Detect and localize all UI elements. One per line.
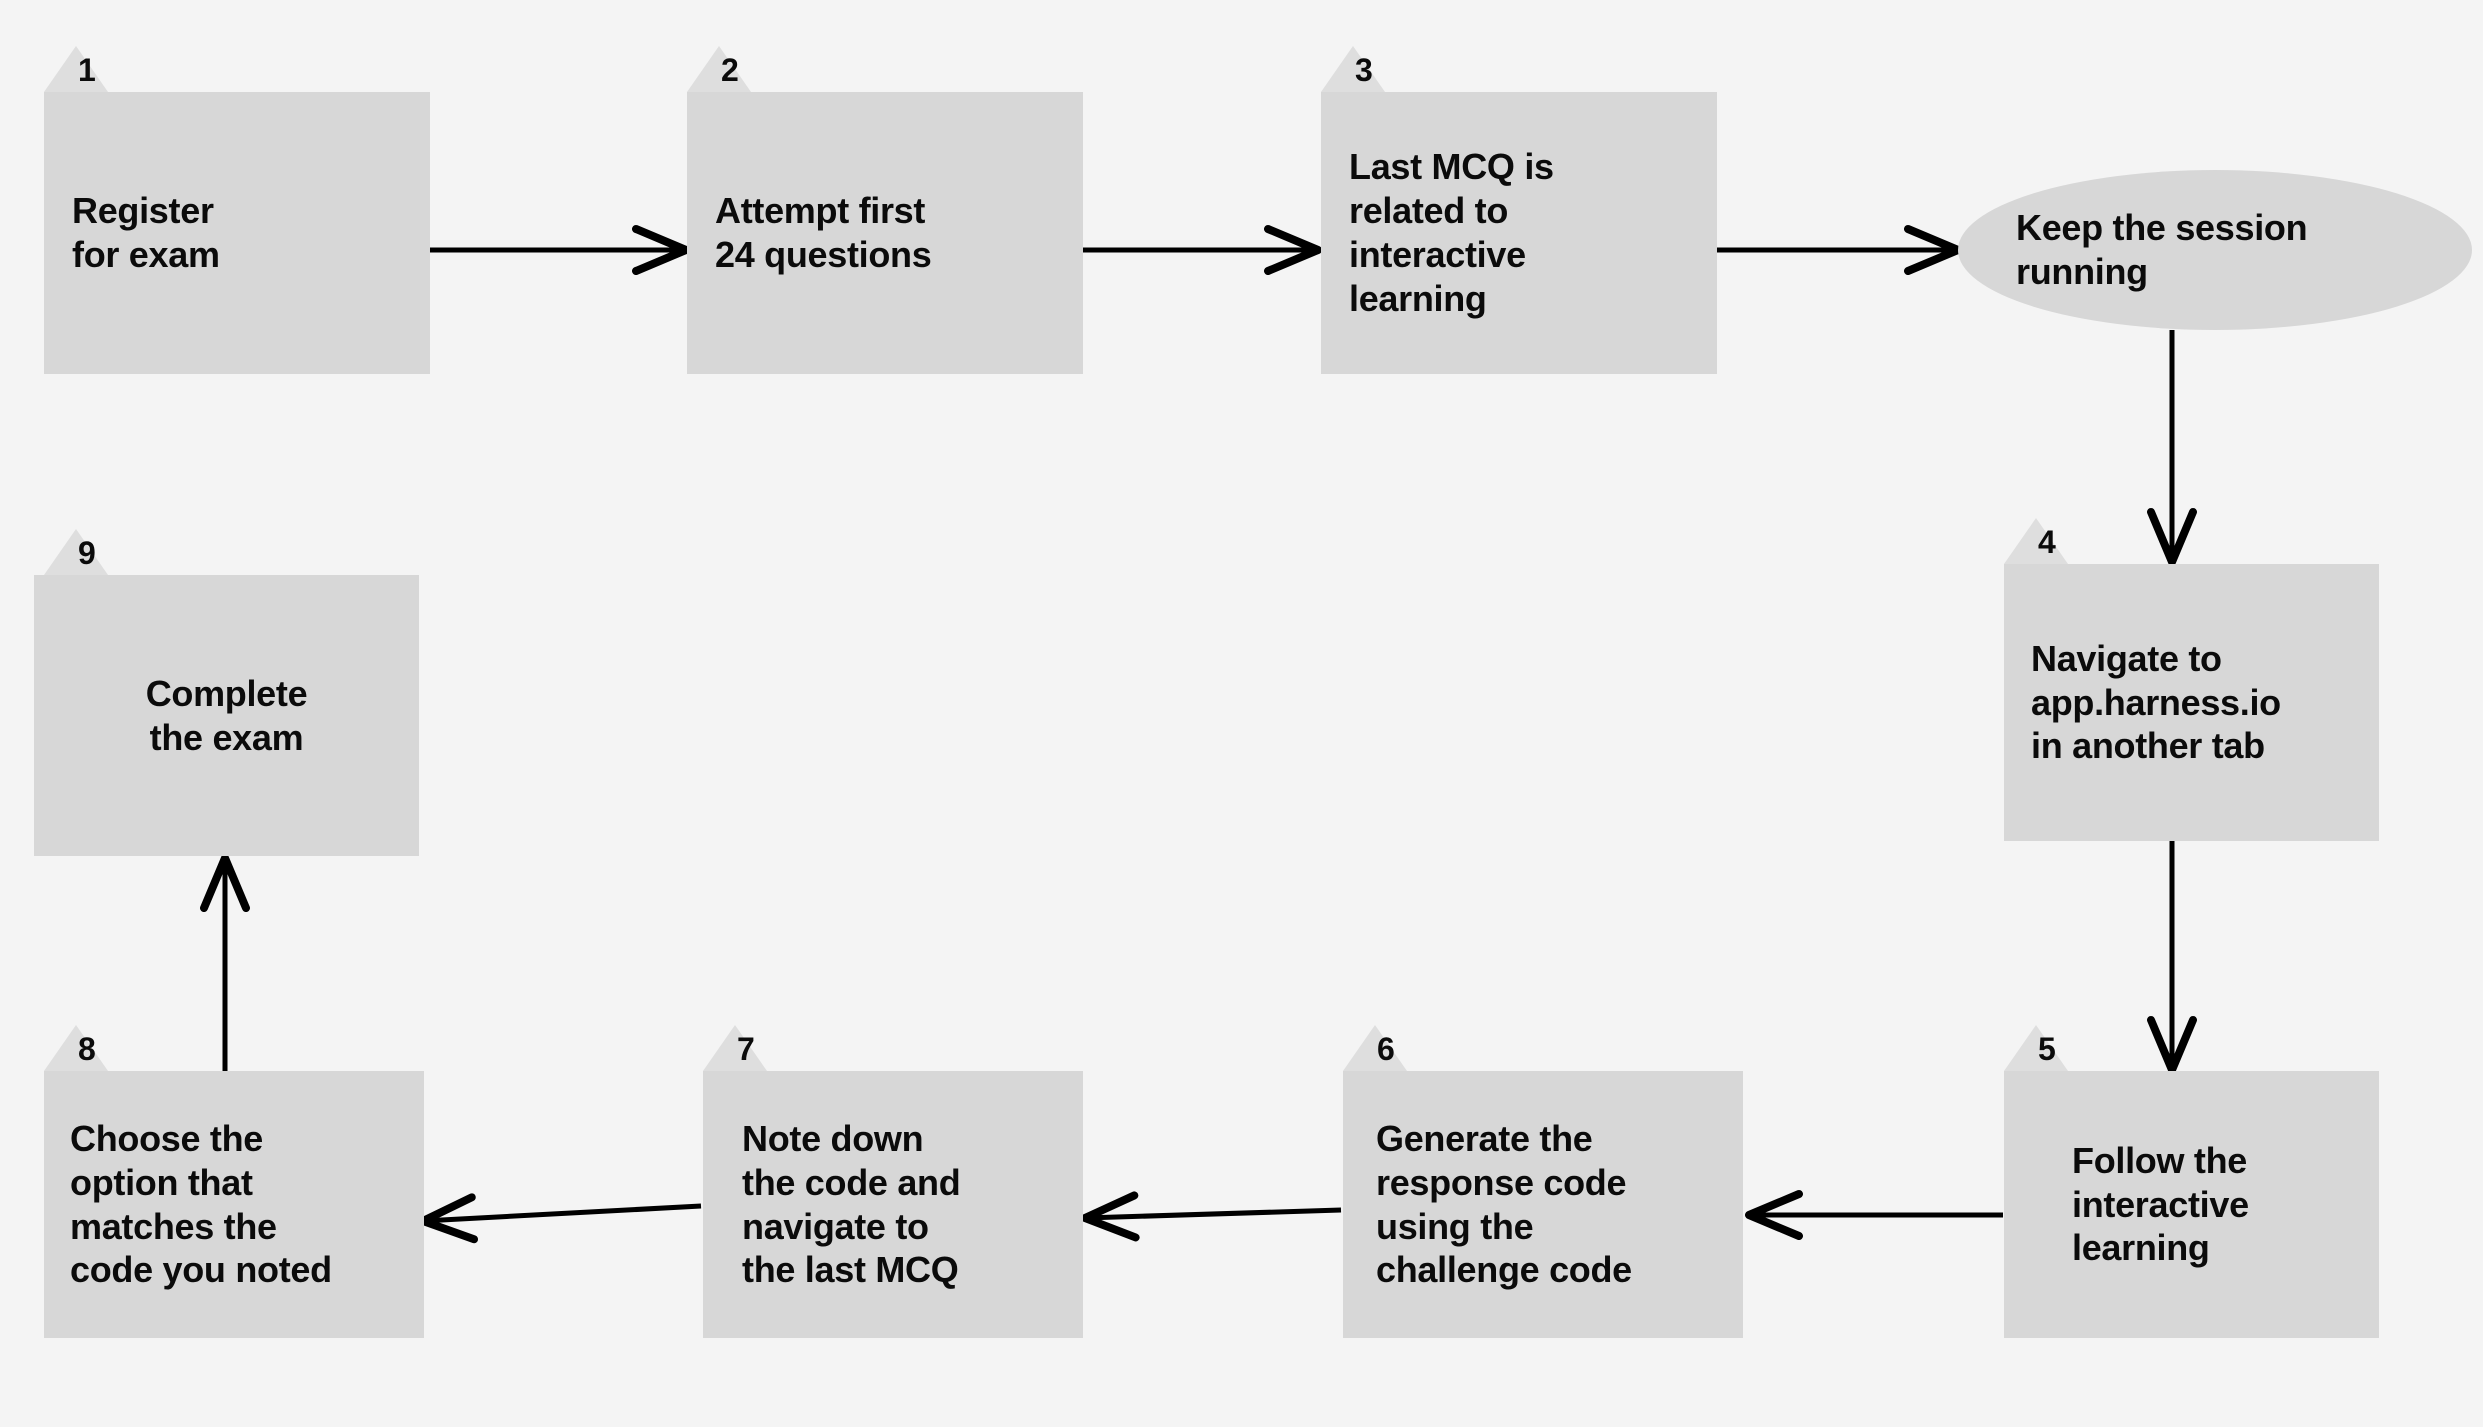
step-number-7: 7 (737, 1031, 755, 1067)
node-label: Attempt first 24 questions (715, 190, 932, 275)
node-label: Complete the exam (145, 672, 308, 758)
step-badge-2 (687, 46, 751, 92)
step-number-2: 2 (721, 52, 739, 88)
step-badge-5 (2004, 1025, 2068, 1071)
step-badge-7 (703, 1025, 767, 1071)
node-label: Choose the option that matches the code … (70, 1117, 332, 1291)
node-label: Navigate to app.harness.io in another ta… (2031, 637, 2281, 767)
node-label: Generate the response code using the cha… (1376, 1117, 1632, 1291)
edge-7-to-8 (418, 1193, 702, 1244)
node-complete-the-exam[interactable]: Complete the exam (34, 575, 419, 856)
node-label: Follow the interactive learning (2072, 1139, 2249, 1269)
step-badge-9 (44, 529, 108, 575)
step-badge-1 (44, 46, 108, 92)
node-label: Register for exam (72, 190, 220, 275)
step-badge-3 (1321, 46, 1385, 92)
node-label: Note down the code and navigate to the l… (742, 1117, 961, 1291)
node-choose-matching-option[interactable]: Choose the option that matches the code … (44, 1071, 424, 1338)
node-follow-interactive-learning[interactable]: Follow the interactive learning (2004, 1071, 2379, 1338)
node-navigate-to-app-harness-io[interactable]: Navigate to app.harness.io in another ta… (2004, 564, 2379, 841)
step-number-8: 8 (78, 1031, 96, 1067)
step-badge-6 (1343, 1025, 1407, 1071)
step-number-9: 9 (78, 535, 96, 571)
node-label: Keep the session running (2016, 207, 2308, 292)
edge-6-to-7 (1080, 1191, 1342, 1242)
node-label: Last MCQ is related to interactive learn… (1349, 146, 1554, 319)
step-badge-4 (2004, 518, 2068, 564)
node-keep-session-running[interactable]: Keep the session running (1958, 170, 2472, 330)
step-number-3: 3 (1355, 52, 1373, 88)
step-number-5: 5 (2038, 1031, 2056, 1067)
node-last-mcq-interactive-learning[interactable]: Last MCQ is related to interactive learn… (1321, 92, 1717, 374)
node-note-down-code-navigate[interactable]: Note down the code and navigate to the l… (703, 1071, 1083, 1338)
node-attempt-first-24-questions[interactable]: Attempt first 24 questions (687, 92, 1083, 374)
step-number-6: 6 (1377, 1031, 1395, 1067)
step-badge-8 (44, 1025, 108, 1071)
step-number-4: 4 (2038, 524, 2056, 560)
node-register-for-exam[interactable]: Register for exam (44, 92, 430, 374)
node-generate-response-code[interactable]: Generate the response code using the cha… (1343, 1071, 1743, 1338)
step-number-1: 1 (78, 52, 96, 88)
